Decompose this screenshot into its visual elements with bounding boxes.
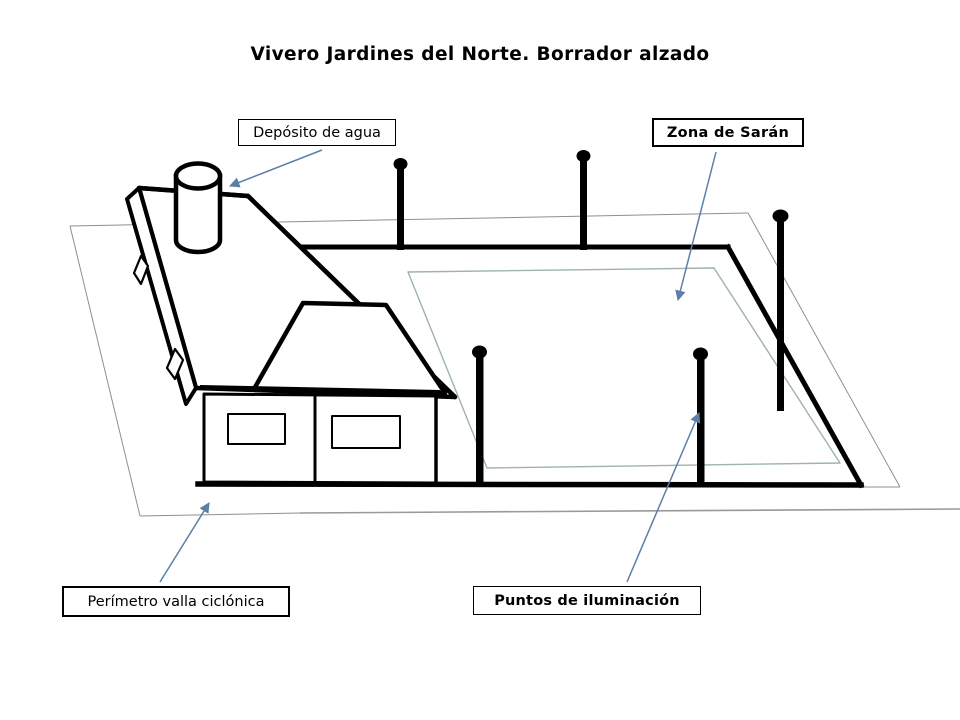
arrow-deposito	[229, 149, 323, 188]
building-left-facade	[125, 186, 198, 406]
annex-window-right	[331, 415, 401, 449]
light-pole	[393, 158, 408, 250]
annex-window-left	[227, 413, 286, 445]
arrow-puntos	[626, 412, 701, 583]
callout-perimetro-valla-ciclonica[interactable]: Perímetro valla ciclónica	[62, 586, 290, 617]
callout-label: Depósito de agua	[253, 124, 381, 141]
arrow-perimetro	[159, 502, 210, 583]
light-pole	[693, 347, 708, 485]
annex-roof	[251, 300, 448, 396]
ground-outline	[69, 212, 960, 517]
callout-zona-de-saran[interactable]: Zona de Sarán	[652, 118, 804, 147]
arrow-zona	[675, 151, 717, 302]
callout-deposito-de-agua[interactable]: Depósito de agua	[238, 119, 396, 146]
saran-zone-parallelogram	[407, 267, 841, 469]
light-pole	[576, 150, 591, 250]
callout-label: Zona de Sarán	[666, 124, 790, 141]
light-poles-group	[393, 150, 789, 485]
callout-label: Perímetro valla ciclónica	[87, 593, 265, 610]
page-title: Vivero Jardines del Norte. Borrador alza…	[250, 44, 710, 65]
light-pole	[472, 345, 487, 485]
callout-arrows	[159, 149, 717, 583]
water-tank-cylinder	[173, 161, 223, 255]
diamond-window-2	[165, 347, 185, 381]
building-annex	[199, 300, 448, 485]
callout-puntos-de-iluminacion[interactable]: Puntos de iluminación	[473, 586, 701, 615]
light-pole	[772, 209, 789, 411]
diamond-window-1	[132, 254, 150, 286]
callout-label: Puntos de iluminación	[494, 592, 680, 609]
